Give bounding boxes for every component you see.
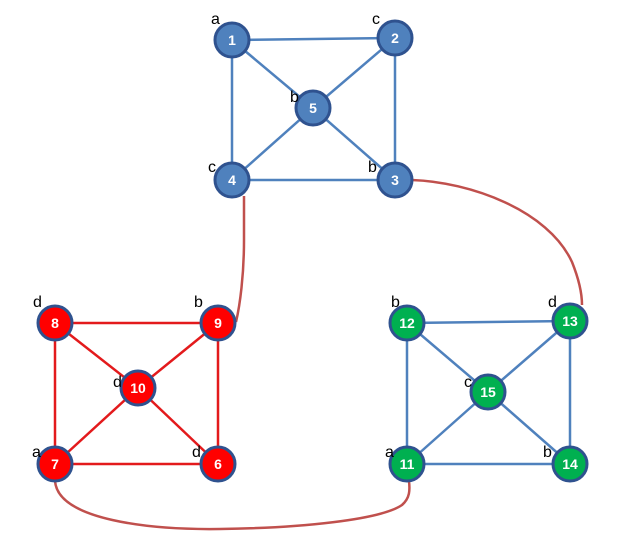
node-10: 10 d bbox=[113, 369, 157, 407]
node-3: 3b bbox=[368, 159, 414, 199]
node-number-15: 15 bbox=[480, 384, 496, 400]
node-number-4: 4 bbox=[228, 172, 236, 188]
node-14: 14 b bbox=[543, 444, 589, 483]
node-number-12: 12 bbox=[399, 315, 415, 331]
node-number-11: 11 bbox=[400, 456, 415, 472]
node-13: 13 d bbox=[548, 294, 589, 340]
node-12: 12 b bbox=[388, 294, 426, 342]
node-circle-11 bbox=[388, 445, 426, 483]
node-circle-1 bbox=[213, 21, 251, 59]
node-circle-14 bbox=[551, 445, 589, 483]
edge-3-13 bbox=[411, 178, 584, 306]
edge-12-13 bbox=[406, 319, 571, 325]
node-tag-11: a bbox=[385, 444, 394, 461]
node-7: 7a bbox=[32, 444, 74, 483]
node-15: 15 c bbox=[464, 373, 507, 411]
node-circle-4 bbox=[213, 161, 251, 199]
node-circle-13 bbox=[551, 302, 589, 340]
node-4: 4c bbox=[208, 159, 251, 199]
node-11: 11 a bbox=[385, 444, 426, 483]
node-circle-3 bbox=[376, 161, 414, 199]
node-tag-6: d bbox=[192, 444, 201, 461]
node-tag-8: d bbox=[33, 294, 42, 311]
node-circle-12 bbox=[388, 304, 426, 342]
node-number-6: 6 bbox=[214, 456, 222, 472]
node-number-9: 9 bbox=[214, 315, 222, 331]
edge-1-2 bbox=[231, 36, 396, 42]
node-tag-1: a bbox=[211, 11, 220, 28]
node-tag-13: d bbox=[548, 294, 557, 311]
node-number-13: 13 bbox=[562, 313, 578, 329]
node-circle-10 bbox=[119, 369, 157, 407]
node-tag-10: d bbox=[113, 374, 122, 391]
node-tag-9: b bbox=[194, 294, 203, 311]
node-circle-5 bbox=[294, 89, 332, 127]
node-number-8: 8 bbox=[51, 315, 59, 331]
node-tag-7: a bbox=[32, 444, 41, 461]
node-circle-7 bbox=[36, 445, 74, 483]
node-number-2: 2 bbox=[391, 30, 399, 46]
node-number-7: 7 bbox=[51, 456, 59, 472]
edge-7-11 bbox=[53, 480, 411, 531]
node-tag-3: b bbox=[368, 159, 377, 176]
node-1: 1a bbox=[211, 11, 251, 59]
node-5: 5b bbox=[290, 89, 332, 127]
edge-7-10 bbox=[54, 387, 139, 465]
node-number-1: 1 bbox=[228, 32, 236, 48]
node-tag-5: b bbox=[290, 89, 299, 106]
node-circle-6 bbox=[199, 445, 237, 483]
node-number-14: 14 bbox=[562, 456, 578, 472]
node-tag-4: c bbox=[208, 159, 216, 176]
node-number-5: 5 bbox=[309, 100, 317, 116]
node-circle-8 bbox=[36, 304, 74, 342]
node-2: 2c bbox=[372, 11, 414, 57]
node-circle-2 bbox=[376, 19, 414, 57]
node-number-10: 10 bbox=[130, 380, 146, 396]
node-9: 9b bbox=[194, 294, 237, 342]
node-circle-9 bbox=[199, 304, 237, 342]
node-tag-12: b bbox=[391, 294, 400, 311]
node-tag-2: c bbox=[372, 11, 380, 28]
node-8: 8d bbox=[33, 294, 74, 342]
node-tag-14: b bbox=[543, 444, 552, 461]
edge-4-9 bbox=[234, 196, 246, 323]
node-circle-15 bbox=[469, 373, 507, 411]
node-tag-15: c bbox=[464, 374, 472, 391]
node-6: 6d bbox=[192, 444, 237, 483]
node-number-3: 3 bbox=[391, 172, 399, 188]
